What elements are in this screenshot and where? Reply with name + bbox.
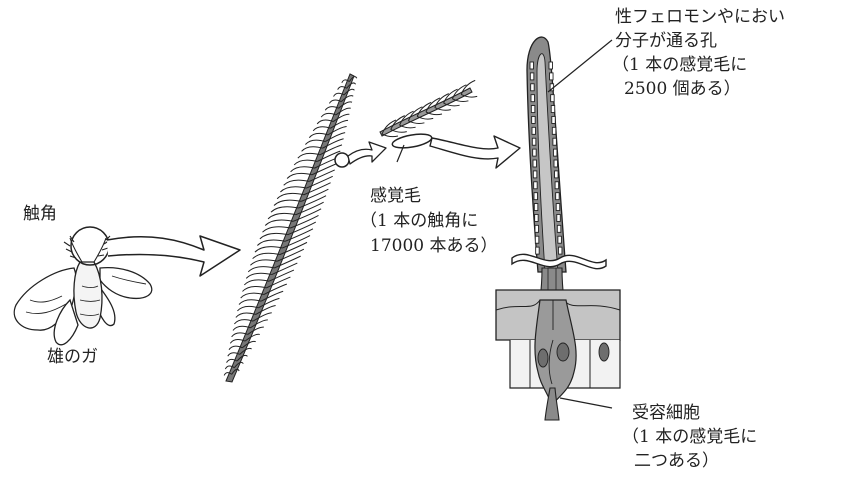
pore-mark [533, 149, 537, 156]
pore-leader-line [548, 40, 612, 92]
antenna-barb [253, 253, 280, 258]
pore-mark [549, 62, 553, 69]
pore-mark [532, 138, 536, 145]
male-moth-label: 雄のガ [47, 346, 98, 368]
pore-mark [531, 84, 535, 91]
sensory-hair-highlight-circle [335, 153, 349, 167]
antenna-barb [255, 247, 283, 252]
pore-mark [534, 182, 538, 189]
pore-mark [533, 171, 537, 178]
antenna-label: 触角 [23, 203, 57, 225]
pore-mark [553, 138, 557, 145]
pore-label-line2: 分子が通る孔 [615, 30, 717, 52]
antenna-barb [274, 200, 301, 205]
antenna-barb [248, 267, 274, 272]
pore-mark [532, 116, 536, 123]
pore-mark [552, 116, 556, 123]
moth-right-wing [100, 268, 152, 299]
pore-mark [531, 95, 535, 102]
pore-label-line4: 2500 個ある） [624, 78, 741, 100]
pore-mark [557, 214, 561, 221]
pore-mark [558, 236, 562, 243]
pore-mark [551, 95, 555, 102]
pore-mark [555, 171, 559, 178]
antenna-barb [257, 240, 285, 245]
antenna-barb [250, 260, 277, 265]
receptor-cell-title: 受容細胞 [632, 402, 700, 424]
receptor-cell-note-line1: （1 本の感覚毛に [622, 426, 757, 448]
arrow-antenna-to-hair [348, 142, 386, 164]
pore-mark [534, 193, 538, 200]
sensory-hair-title: 感覚毛 [370, 185, 421, 207]
antenna-barb [284, 180, 310, 185]
antenna-barb [277, 193, 304, 198]
pore-label-line3: （1 本の感覚毛に [612, 54, 747, 76]
arrow-segment-to-cross-section [430, 136, 520, 168]
pore-mark [532, 127, 536, 134]
antenna-illustration [224, 74, 357, 382]
pore-mark [536, 247, 540, 254]
pore-mark [535, 236, 539, 243]
pore-mark [556, 204, 560, 211]
pore-label-line1: 性フェロモンやにおい [615, 6, 785, 28]
sensory-hair-highlight-ellipse [391, 132, 432, 151]
antenna-barb [263, 227, 291, 233]
pore-mark [555, 182, 559, 189]
pore-mark [534, 204, 538, 211]
receptor-leader-line [560, 398, 612, 408]
pore-mark [530, 73, 534, 80]
pore-mark [552, 127, 556, 134]
antenna-barb [265, 220, 293, 226]
antenna-barb [280, 187, 306, 192]
sensory-hair-note-line1: （1 本の触角に [360, 210, 478, 232]
receptor-nucleus-left [538, 349, 548, 367]
antenna-barb [271, 207, 299, 212]
pore-mark [556, 193, 560, 200]
pore-mark [535, 214, 539, 221]
support-nucleus [599, 343, 609, 361]
antenna-barb [260, 233, 288, 239]
moth-body [74, 262, 102, 328]
pore-mark [550, 73, 554, 80]
pore-mark [533, 160, 537, 167]
sensory-hair-cross-section [496, 37, 620, 420]
receptor-cell-note-line2: 二つある） [634, 450, 719, 472]
pore-mark [557, 225, 561, 232]
pore-mark [551, 106, 555, 113]
antenna-barb [268, 213, 296, 218]
sensory-hair-note-line2: 17000 本ある） [370, 235, 497, 257]
pore-mark [530, 62, 534, 69]
antenna-barb [246, 273, 272, 278]
pore-mark [553, 149, 557, 156]
receptor-nucleus-right [557, 343, 569, 361]
pore-mark [531, 106, 535, 113]
pore-mark [554, 160, 558, 167]
pore-mark [535, 225, 539, 232]
pore-mark [558, 247, 562, 254]
